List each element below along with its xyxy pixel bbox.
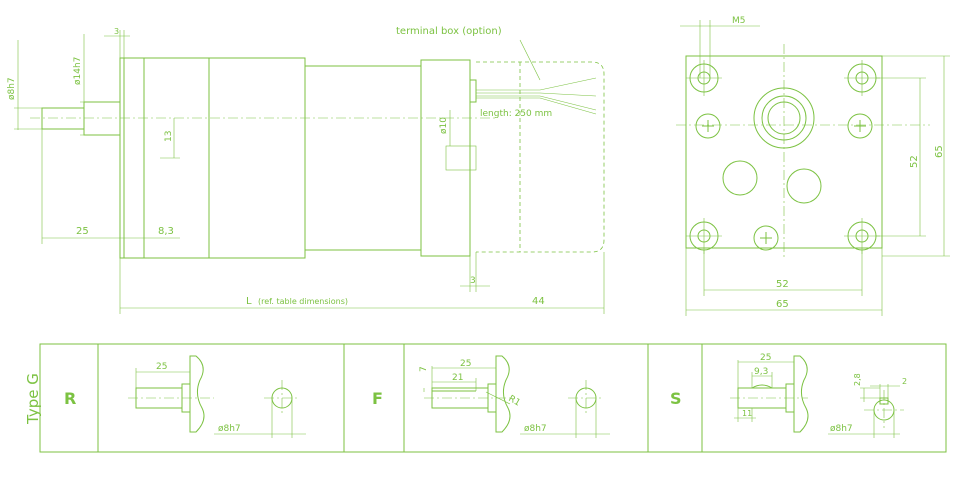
type-r-diameter: ø8h7 <box>218 424 241 434</box>
dim-thread: M5 <box>732 16 746 26</box>
type-f-drawing: 25 21 7 R1 ø8h7 <box>419 355 610 438</box>
type-s-diameter: ø8h7 <box>830 424 853 434</box>
type-f-length: 25 <box>460 359 471 369</box>
dim-pilot-diameter: ø14h7 <box>73 57 83 85</box>
dim-hole-pitch-horizontal: 52 <box>776 279 789 290</box>
dim-terminal-box-length: 44 <box>532 296 545 307</box>
dim-length-note: (ref. table dimensions) <box>258 297 348 306</box>
dim-shaft-offset: 13 <box>164 131 174 142</box>
type-s-key-offset: 11 <box>742 409 752 418</box>
type-s-drawing: 25 9,3 11 2,8 2 ø8h7 <box>730 353 907 438</box>
dim-hole-pitch-vertical: 52 <box>909 155 920 168</box>
dim-rear-gap: 3 <box>470 276 476 286</box>
type-table: Type G R 25 ø8h7 F <box>24 343 947 453</box>
dim-flange-thickness: 3 <box>114 27 119 36</box>
type-r-drawing: 25 ø8h7 <box>128 355 306 438</box>
dim-end-shaft-diameter: ø10 <box>439 117 449 134</box>
dim-shaft-length: 25 <box>76 226 89 237</box>
type-f-diameter: ø8h7 <box>524 424 547 434</box>
dim-shaft-step: 8,3 <box>158 226 174 237</box>
dim-overall-height: 65 <box>934 145 945 158</box>
front-view: M5 52 65 52 65 <box>676 16 950 316</box>
type-code-f: F <box>372 389 383 408</box>
dim-overall-width: 65 <box>776 299 789 310</box>
dim-shaft-diameter: ø8h7 <box>7 77 17 100</box>
type-f-flat-depth: 7 <box>419 366 429 372</box>
type-r-length: 25 <box>156 362 167 372</box>
type-s-key-width: 2 <box>902 377 907 386</box>
type-code-r: R <box>64 389 76 408</box>
type-s-length: 25 <box>760 353 771 363</box>
type-title: Type G <box>24 373 42 425</box>
mounting-holes <box>686 60 880 254</box>
type-code-s: S <box>670 389 682 408</box>
cable-length-label: length: 250 mm <box>480 109 552 119</box>
type-f-flat-length: 21 <box>452 373 463 383</box>
type-f-radius: R1 <box>507 394 522 409</box>
terminal-box-label: terminal box (option) <box>396 26 502 37</box>
dim-length-label: L <box>246 296 252 307</box>
type-s-key-length: 9,3 <box>754 367 768 377</box>
type-s-key-height: 2,8 <box>853 373 862 386</box>
side-view: ø8h7 ø14h7 3 13 ø10 25 8,3 3 L <box>7 26 605 314</box>
screws <box>695 113 873 251</box>
